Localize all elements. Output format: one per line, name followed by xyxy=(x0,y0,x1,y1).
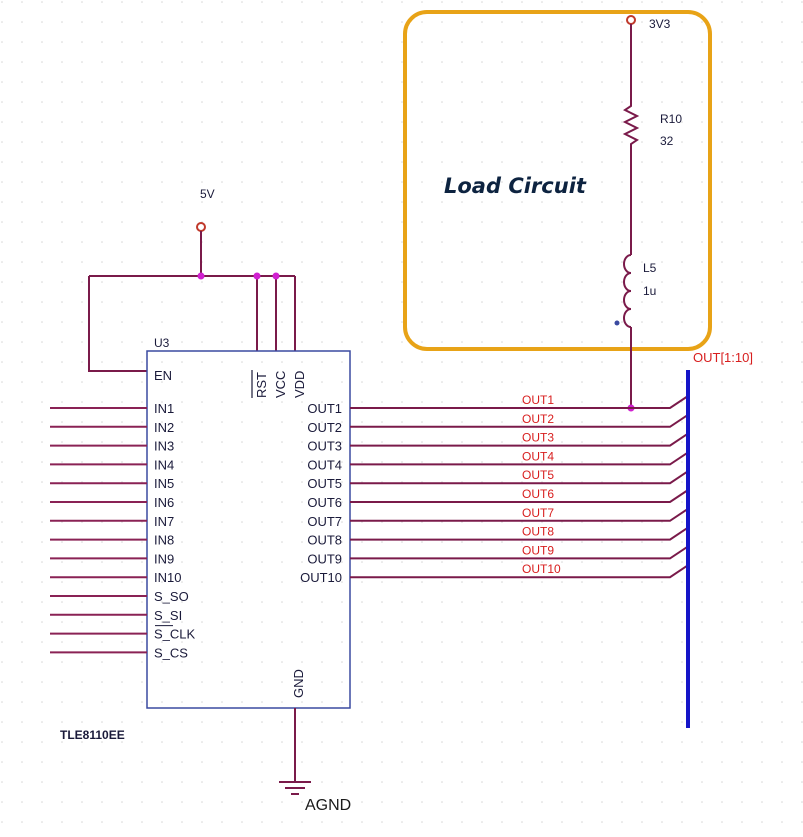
net-out2-label: OUT2 xyxy=(522,412,554,426)
pin-in2-label: IN2 xyxy=(154,420,174,435)
net-out1-label: OUT1 xyxy=(522,393,554,407)
bus-name-label: OUT[1:10] xyxy=(693,350,753,365)
pin-gnd-label: GND xyxy=(291,669,306,698)
net-out10-wire[interactable] xyxy=(350,564,689,579)
pin-out2-label: OUT2 xyxy=(307,420,342,435)
pin-in7-label: IN7 xyxy=(154,514,174,529)
net-out1-wire[interactable] xyxy=(350,395,689,409)
net-out7-wire[interactable] xyxy=(350,507,689,522)
resistor-r10-ref: R10 xyxy=(660,112,682,126)
supply-3v3-symbol[interactable] xyxy=(626,15,636,25)
ground-label: AGND xyxy=(305,797,351,814)
supply-5v-symbol[interactable] xyxy=(196,222,206,232)
pin-in8-label: IN8 xyxy=(154,533,174,548)
pin-out4-label: OUT4 xyxy=(307,457,342,472)
net-out6-wire[interactable] xyxy=(350,489,689,503)
ground-symbol[interactable] xyxy=(279,781,311,795)
load-circuit-box[interactable] xyxy=(403,10,712,351)
net-out10-label: OUT10 xyxy=(522,562,561,576)
net-out4-label: OUT4 xyxy=(522,449,554,463)
inductor-l5-dot xyxy=(614,320,620,326)
pin-out9-label: OUT9 xyxy=(307,551,342,566)
pin-in5-label: IN5 xyxy=(154,476,174,491)
net-out3-wire[interactable] xyxy=(350,432,689,447)
ic-u3-part: TLE8110EE xyxy=(60,728,125,742)
inductor-l5[interactable] xyxy=(623,254,632,328)
pin-out8-label: OUT8 xyxy=(307,533,342,548)
inductor-l5-value: 1u xyxy=(643,284,656,298)
junction-5v xyxy=(197,272,205,280)
net-out5-label: OUT5 xyxy=(522,468,554,482)
net-out8-label: OUT8 xyxy=(522,525,554,539)
pin-in4-label: IN4 xyxy=(154,457,174,472)
net-out9-label: OUT9 xyxy=(522,543,554,557)
net-out2-wire[interactable] xyxy=(350,413,689,428)
net-out4-wire[interactable] xyxy=(350,451,689,466)
pin-in10-label: IN10 xyxy=(154,570,181,585)
right-pin-group: OUT1OUT1OUT2OUT2OUT3OUT3OUT4OUT4OUT5OUT5… xyxy=(300,393,689,585)
ic-u3-ref: U3 xyxy=(154,336,170,350)
ic-u3-body[interactable] xyxy=(146,350,351,709)
resistor-r10-value: 32 xyxy=(660,134,674,148)
supply-3v3-label: 3V3 xyxy=(649,17,671,31)
pin-en-label: EN xyxy=(154,368,172,383)
pin-out1-label: OUT1 xyxy=(307,401,342,416)
pin-in1-label: IN1 xyxy=(154,401,174,416)
pin-vcc-label: VCC xyxy=(273,371,288,398)
pin-in6-label: IN6 xyxy=(154,495,174,510)
pin-vdd-label: VDD xyxy=(292,371,307,398)
pin-out10-label: OUT10 xyxy=(300,570,342,585)
supply-5v-label: 5V xyxy=(200,187,215,201)
pin-s-clk-label: S_CLK xyxy=(154,627,196,642)
pin-in3-label: IN3 xyxy=(154,439,174,454)
pin-s-so-label: S_SO xyxy=(154,589,189,604)
pin-in9-label: IN9 xyxy=(154,551,174,566)
net-out3-label: OUT3 xyxy=(522,431,554,445)
pin-out6-label: OUT6 xyxy=(307,495,342,510)
pin-out7-label: OUT7 xyxy=(307,514,342,529)
wire-en-loop[interactable] xyxy=(88,276,147,372)
resistor-r10[interactable] xyxy=(622,98,640,150)
pin-rst-label: RST xyxy=(254,372,269,398)
net-out8-wire[interactable] xyxy=(350,526,689,541)
net-out7-label: OUT7 xyxy=(522,506,554,520)
pin-s-cs-label: S_CS xyxy=(154,645,188,660)
load-circuit-title: Load Circuit xyxy=(444,174,587,198)
pin-out3-label: OUT3 xyxy=(307,439,342,454)
net-out6-label: OUT6 xyxy=(522,487,554,501)
pin-out5-label: OUT5 xyxy=(307,476,342,491)
net-out5-wire[interactable] xyxy=(350,470,689,485)
junction-rst xyxy=(253,272,261,280)
inductor-l5-ref: L5 xyxy=(643,261,657,275)
junction-vcc xyxy=(272,272,280,280)
net-out9-wire[interactable] xyxy=(350,545,689,560)
pin-s-si-label: S_SI xyxy=(154,608,182,623)
